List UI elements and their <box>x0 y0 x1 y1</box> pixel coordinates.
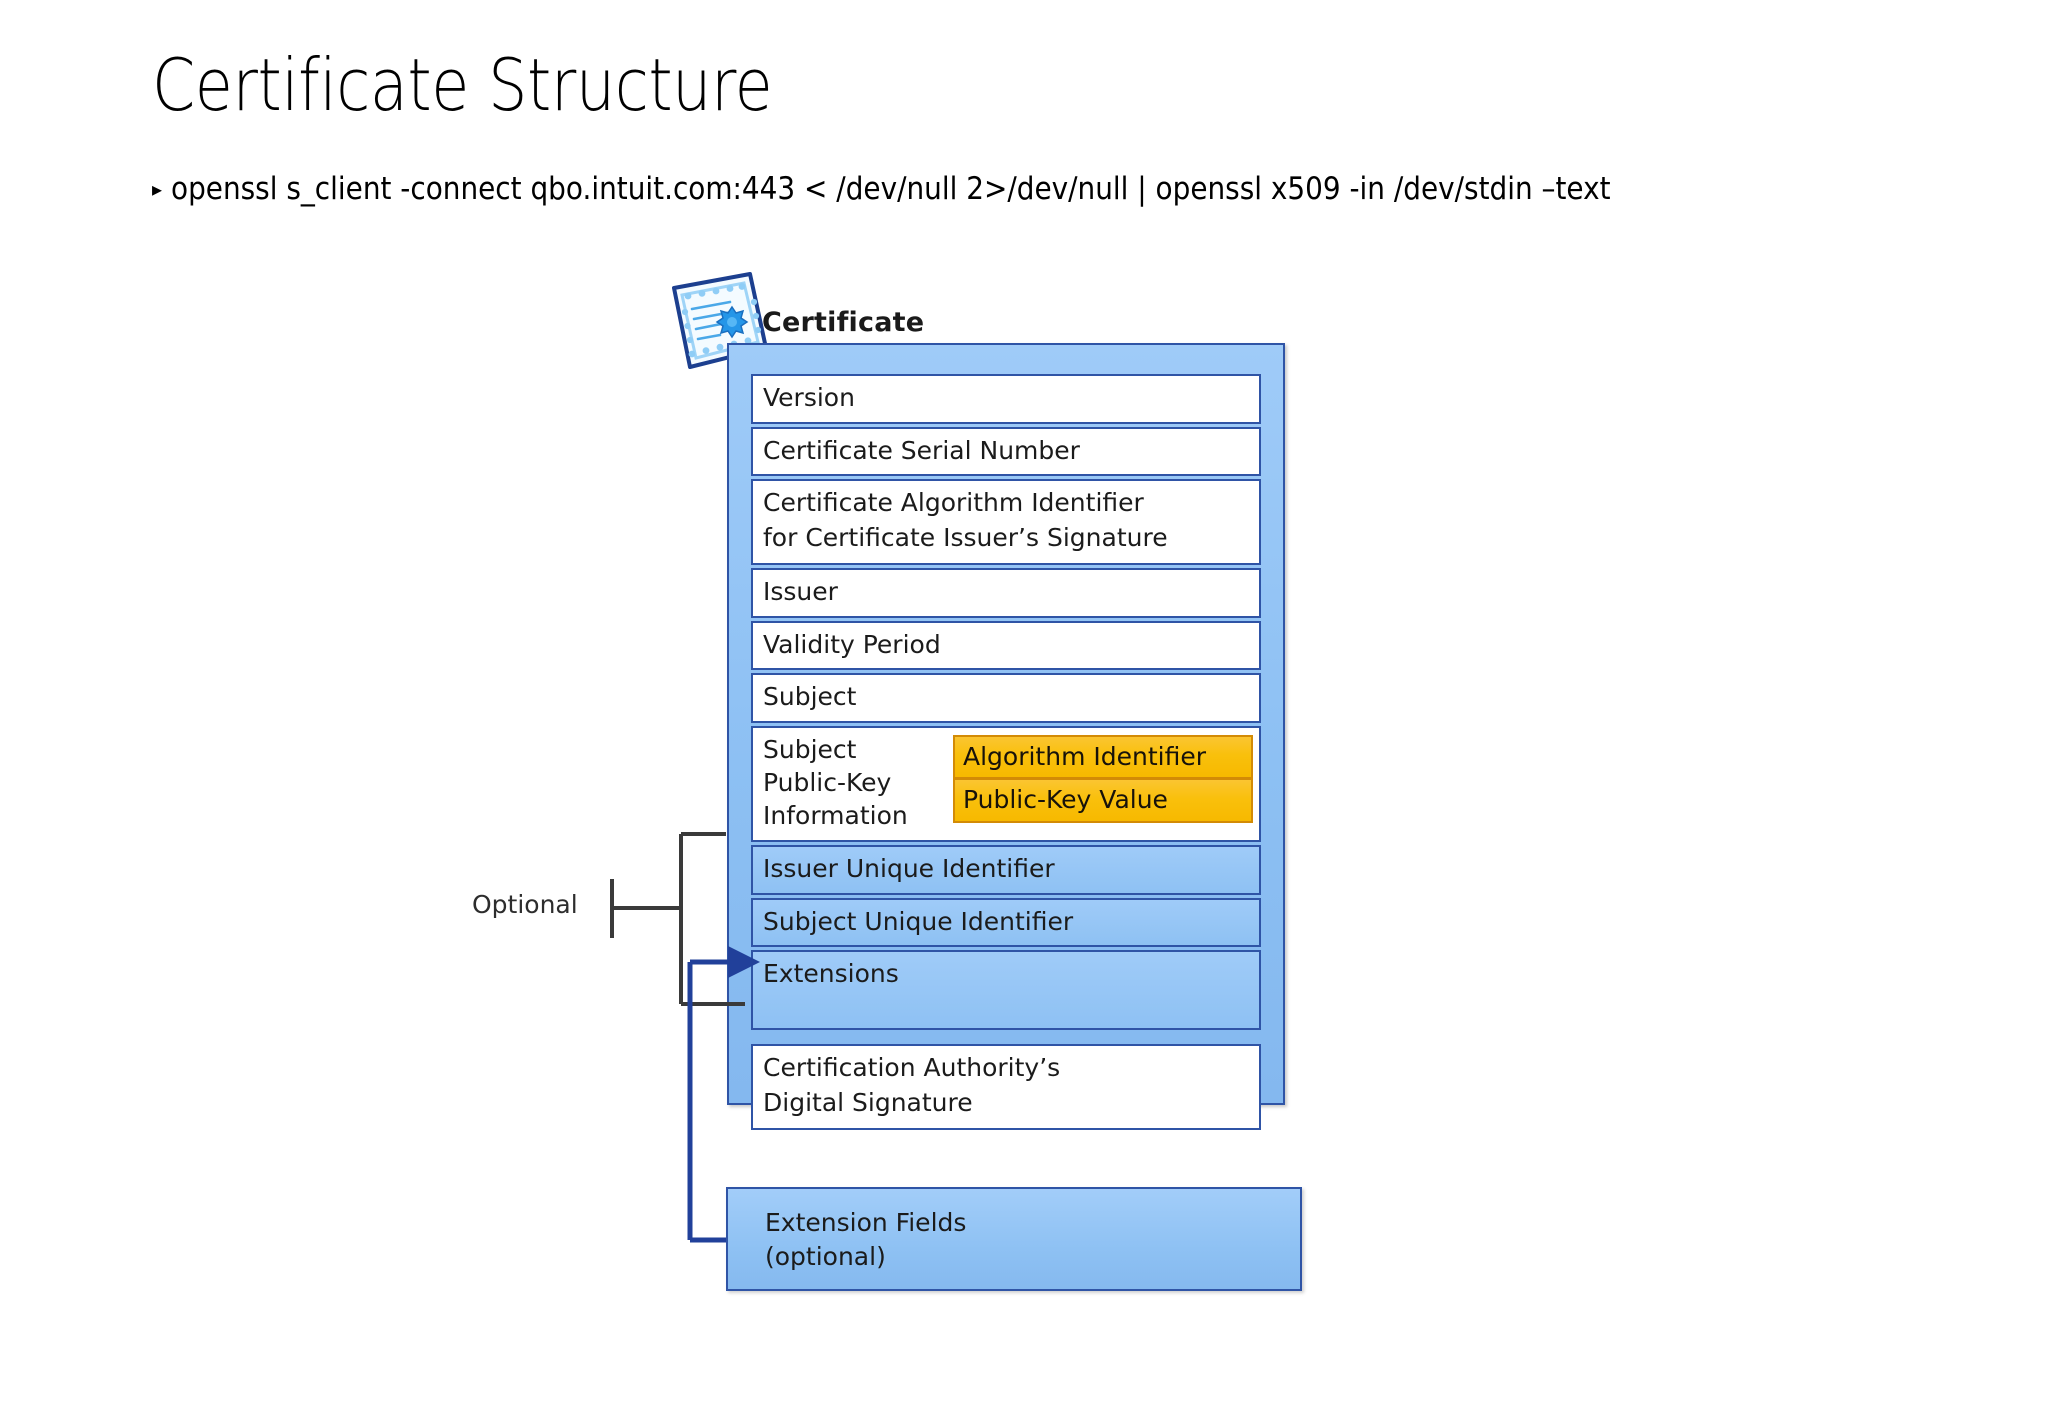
cert-row-label-line1: Certificate Algorithm Identifier <box>763 488 1144 517</box>
cert-row-label: Validity Period <box>763 629 941 659</box>
cert-row-label-line1: Certification Authority’s <box>763 1053 1061 1083</box>
cert-row-validity-period[interactable]: Validity Period <box>751 620 1261 670</box>
spki-label-line1: Subject <box>763 734 857 764</box>
bullet-marker-icon: ▸ <box>152 179 163 201</box>
certificate-field-list: Version Certificate Serial Number Certif… <box>751 374 1261 1133</box>
cert-row-extensions[interactable]: Extensions <box>751 950 1261 1031</box>
cert-row-subject[interactable]: Subject <box>751 673 1261 723</box>
nested-box-label: Public-Key Value <box>963 785 1168 815</box>
cert-row-label: Subject Unique Identifier <box>763 906 1074 936</box>
cert-row-label: Version <box>763 383 855 412</box>
cert-row-label: Certificate Serial Number <box>763 435 1080 465</box>
extension-fields-label-line1: Extension Fields <box>765 1208 967 1237</box>
cert-row-label-line2: for Certificate Issuer’s Signature <box>763 522 1168 552</box>
nested-box-label: Algorithm Identifier <box>963 741 1207 771</box>
certificate-label: Certificate <box>762 307 925 338</box>
spki-label-line2: Public-Key <box>763 767 892 797</box>
extension-fields-box[interactable]: Extension Fields (optional) <box>726 1187 1302 1291</box>
cert-row-label: Issuer Unique Identifier <box>763 854 1055 884</box>
spki-label: Subject Public-Key Information <box>763 733 953 833</box>
extension-connector-arrow-icon <box>687 959 728 1243</box>
cert-row-serial-number[interactable]: Certificate Serial Number <box>751 426 1261 476</box>
cert-row-issuer-unique-identifier[interactable]: Issuer Unique Identifier <box>751 845 1261 895</box>
spki-label-line3: Information <box>763 801 908 830</box>
cert-row-label: Issuer <box>763 577 838 606</box>
row-spacer <box>751 1033 1261 1044</box>
cert-row-label: Subject <box>763 682 857 711</box>
optional-label: Optional <box>472 890 578 919</box>
nested-box-public-key-value[interactable]: Public-Key Value <box>953 779 1253 823</box>
nested-box-algorithm-identifier[interactable]: Algorithm Identifier <box>953 734 1253 780</box>
cert-row-version[interactable]: Version <box>751 374 1261 424</box>
openssl-command-text: openssl s_client -connect qbo.intuit.com… <box>171 171 1611 207</box>
page-title: Certificate Structure <box>152 43 773 127</box>
command-bullet-row: ▸ openssl s_client -connect qbo.intuit.c… <box>152 172 1771 206</box>
optional-bracket-icon <box>610 832 745 1006</box>
cert-row-subject-unique-identifier[interactable]: Subject Unique Identifier <box>751 897 1261 948</box>
extension-fields-label-line2: (optional) <box>765 1241 886 1271</box>
spki-nested-boxes: Algorithm Identifier Public-Key Value <box>953 734 1253 823</box>
cert-row-subject-public-key-information[interactable]: Subject Public-Key Information Algorithm… <box>751 725 1261 843</box>
cert-row-ca-digital-signature[interactable]: Certification Authority’s Digital Signat… <box>751 1044 1261 1131</box>
cert-row-label-line2: Digital Signature <box>763 1087 973 1117</box>
cert-row-algorithm-identifier[interactable]: Certificate Algorithm Identifier for Cer… <box>751 479 1261 565</box>
cert-row-label: Extensions <box>763 959 899 989</box>
cert-row-issuer[interactable]: Issuer <box>751 568 1261 618</box>
